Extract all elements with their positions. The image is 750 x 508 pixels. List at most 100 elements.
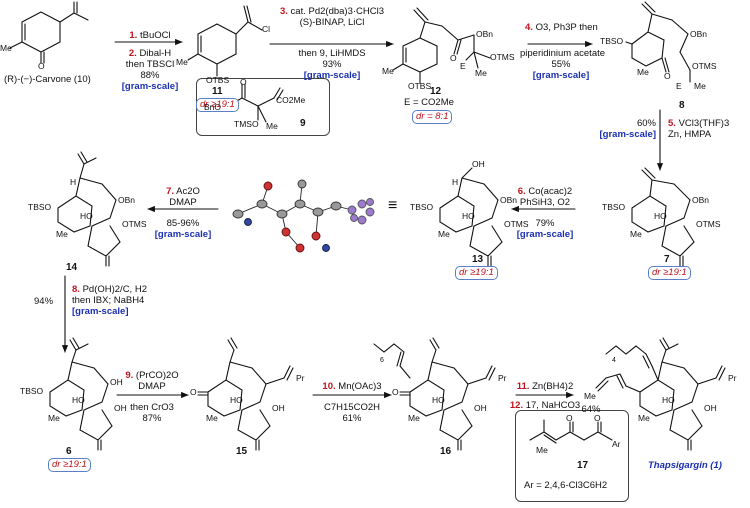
atom-label: Me (637, 67, 649, 77)
step-6-line2: PhSiH3, O2 (519, 197, 571, 208)
label-compound-7: 7 (664, 254, 670, 265)
atom-label: TBSO (600, 36, 624, 46)
step-9-conditions-upper: 9. (PrCO)2O DMAP (118, 370, 186, 392)
step-9-line3: then CrO3 (130, 402, 174, 413)
step-5-number: 5. (668, 118, 676, 129)
step-10-conditions-lower: C7H15CO2H 61% (314, 402, 390, 424)
atom-label: Me (584, 391, 596, 401)
atom-label: OBn (476, 29, 494, 39)
label-carvone: (R)-(−)-Carvone (10) (4, 74, 91, 85)
step-8-scale: [gram-scale] (72, 306, 129, 317)
step-3-number: 3. (279, 6, 288, 17)
atom-label: HO (72, 395, 85, 405)
structure-12 (392, 7, 491, 84)
atom-label: O (594, 413, 601, 423)
atom-label: OTMS (504, 219, 529, 229)
step-12-number: 12. (509, 400, 524, 411)
atom-label: OTBS (408, 81, 432, 91)
structure-carvone (9, 1, 89, 64)
atom-label: OTBS (206, 75, 230, 85)
step-9-reagent: (PrCO)2O (135, 370, 179, 381)
step-8-reagent: Pd(OH)2/C, H2 (82, 284, 147, 295)
atom-label: Me (475, 68, 487, 78)
atom-label: O (240, 77, 247, 87)
step-5-scale: [gram-scale] (599, 129, 657, 140)
step-8-conditions: 8. Pd(OH)2/C, H2 then IBX; NaBH4 [gram-s… (72, 284, 147, 317)
step-10-number: 10. (322, 381, 336, 392)
atom-label: CO2Me (276, 95, 306, 105)
equivalence-sign: ≡ (388, 197, 398, 214)
atom-label: OBn (500, 195, 518, 205)
atom-label: O (566, 413, 573, 423)
step-8-yield: 94% (34, 296, 54, 307)
structure-15 (197, 337, 294, 451)
label-compound-14: 14 (66, 262, 78, 273)
step-2-number: 2. (128, 48, 137, 59)
step-6-scale: [gram-scale] (516, 229, 574, 240)
atom-label: E (460, 61, 466, 71)
step-4-scale: [gram-scale] (532, 70, 590, 81)
structure-9 (227, 83, 284, 123)
step-11-reagent: Zn(BH4)2 (532, 381, 574, 392)
atom-label: Me (0, 43, 12, 53)
structure-7 (631, 167, 695, 267)
structure-14 (57, 151, 121, 267)
step-4-conditions: 4. O3, Ph3P then (525, 22, 598, 33)
atom-label: OTMS (490, 52, 515, 62)
note-ar-definition: Ar = 2,4,6-Cl3C6H2 (524, 480, 608, 491)
step-8-line2: then IBX; NaBH4 (72, 295, 145, 306)
atom-label: 6 (380, 357, 384, 364)
step-12-conditions: 12. 17, NaHCO3 (508, 400, 582, 411)
step-1-conditions: 1. tBuOCl (118, 30, 182, 41)
label-compound-13: 13 (472, 254, 484, 265)
atom-label: HO (462, 211, 475, 221)
label-compound-12: 12 (430, 86, 442, 97)
step-6-number: 6. (517, 186, 526, 197)
atom-label: BnO (204, 102, 222, 112)
step-2-scale: [gram-scale] (121, 81, 179, 92)
atom-label: OH (704, 403, 717, 413)
step-3-conditions: 3. cat. Pd2(dba)3·CHCl3 (S)-BINAP, LiCl (268, 6, 396, 28)
atom-label: Me (408, 413, 420, 423)
atom-label: O (664, 71, 671, 81)
step-4-yield: 55% (551, 59, 571, 70)
atom-label: OTMS (696, 219, 721, 229)
atom-label: HO (662, 395, 675, 405)
dr-badge-7: dr ≥19:1 (648, 266, 691, 280)
step-4-number: 4. (525, 22, 533, 33)
atom-label: O (450, 53, 457, 63)
step-7-reagent: Ac2O (176, 186, 200, 197)
atom-label: OTMS (692, 61, 717, 71)
step-11-conditions: 11. Zn(BH4)2 (514, 381, 576, 392)
atom-label: OH (114, 403, 127, 413)
atom-label: HO (432, 395, 445, 405)
atom-label: Me (48, 413, 60, 423)
atom-label: OBn (690, 29, 708, 39)
atom-label: Ar (612, 439, 621, 449)
structure-16 (373, 337, 496, 451)
atom-label: TBSO (20, 386, 44, 396)
structure-thapsigargin (595, 337, 726, 451)
step-2-yield: 88% (140, 70, 160, 81)
structure-11 (187, 5, 263, 77)
dr-badge-11: dr ≥19:1 (196, 98, 239, 112)
step-5-yield: 60% (636, 118, 656, 129)
structure-6 (49, 337, 113, 451)
step-12-yield: 64% (581, 404, 601, 415)
step-3-conditions-lower: then 9, LiHMDS 93% [gram-scale] (268, 48, 396, 81)
atom-label: O (190, 387, 197, 397)
step-3-scale: [gram-scale] (303, 70, 361, 81)
label-compound-15: 15 (236, 446, 248, 457)
atom-label: OH (272, 403, 285, 413)
step-9-conditions-lower: then CrO3 87% (118, 402, 186, 424)
step-9-yield: 87% (142, 413, 162, 424)
step-2-line2: then TBSCl (125, 59, 175, 70)
step-6-yield: 79% (535, 218, 555, 229)
step-10-yield: 61% (342, 413, 362, 424)
atom-label: TBSO (28, 202, 52, 212)
atom-label: TBSO (602, 202, 626, 212)
step-3-yield: 93% (322, 59, 342, 70)
atom-label: Me (382, 66, 394, 76)
atom-label: HO (654, 211, 667, 221)
atom-label: H (70, 177, 77, 187)
